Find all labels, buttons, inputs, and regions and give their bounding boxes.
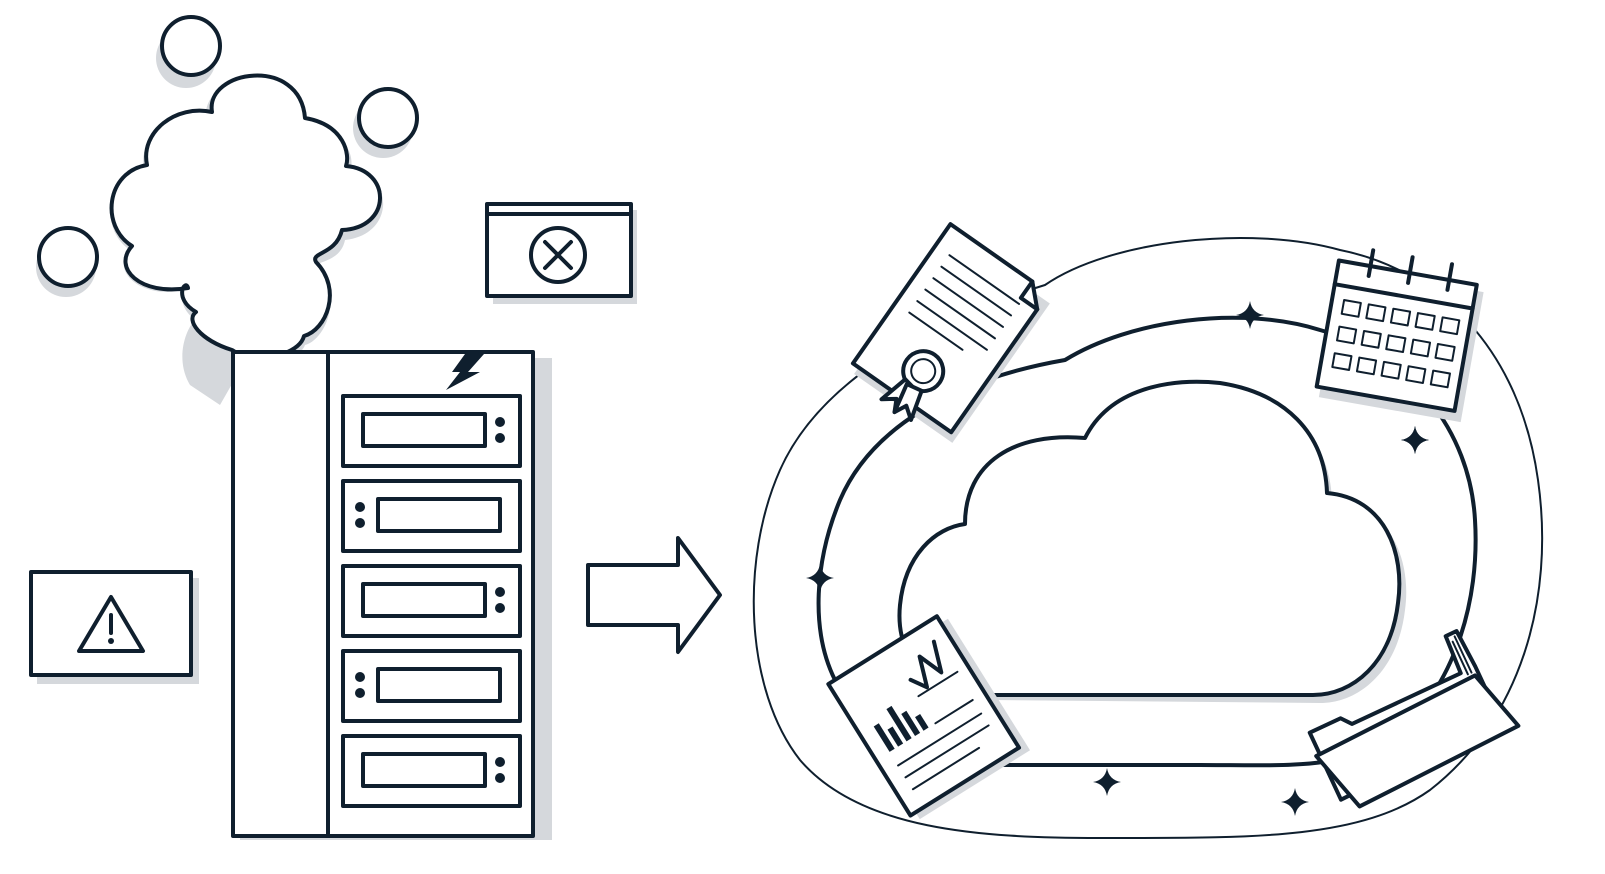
drive-led — [355, 518, 365, 528]
calendar-day-cell — [1360, 329, 1382, 349]
error-window-icon — [485, 202, 637, 304]
calendar-grid — [1331, 299, 1461, 389]
folder-icon — [1307, 629, 1521, 809]
calendar-day-cell — [1439, 316, 1461, 336]
warning-window-icon — [29, 570, 199, 684]
drive-led — [355, 688, 365, 698]
calendar-day-cell — [1385, 334, 1407, 354]
sparkle-icon — [1401, 426, 1429, 454]
calendar-icon — [1314, 248, 1484, 423]
calendar-day-cell — [1355, 356, 1378, 376]
drive-led — [495, 417, 505, 427]
drive-bay — [341, 479, 522, 553]
calendar-day-cell — [1429, 369, 1451, 389]
report-document-icon — [826, 614, 1031, 820]
calendar-day-cell — [1380, 360, 1402, 380]
calendar-day-cell — [1409, 338, 1432, 358]
sparkle-icon — [806, 564, 834, 592]
smoke-cloud-icon — [36, 15, 419, 406]
drive-led — [495, 773, 505, 783]
drive-bay — [341, 649, 522, 723]
sparkle-icon — [1236, 301, 1264, 329]
sparkle-icon — [1093, 768, 1121, 796]
drive-led — [355, 672, 365, 682]
certificate-document-icon — [850, 222, 1050, 443]
calendar-day-cell — [1389, 307, 1412, 327]
drive-led — [495, 757, 505, 767]
drive-bay — [341, 564, 522, 638]
sparkles — [806, 301, 1429, 816]
sparkle-icon — [1281, 788, 1309, 816]
drive-bays — [341, 394, 522, 808]
calendar-day-cell — [1331, 352, 1353, 371]
calendar-day-cell — [1365, 303, 1387, 323]
cloud-icon — [897, 379, 1407, 703]
drive-led — [495, 603, 505, 613]
calendar-day-cell — [1434, 342, 1456, 362]
right-arrow-icon — [586, 536, 722, 654]
drive-led — [355, 502, 365, 512]
drive-bay — [341, 394, 522, 468]
calendar-day-cell — [1414, 312, 1436, 331]
drive-led — [495, 433, 505, 443]
calendar-day-cell — [1340, 299, 1362, 318]
lightning-icon — [446, 354, 484, 390]
calendar-day-cell — [1405, 365, 1427, 384]
drive-led — [495, 587, 505, 597]
drive-bay — [341, 734, 522, 808]
calendar-day-cell — [1336, 325, 1358, 345]
